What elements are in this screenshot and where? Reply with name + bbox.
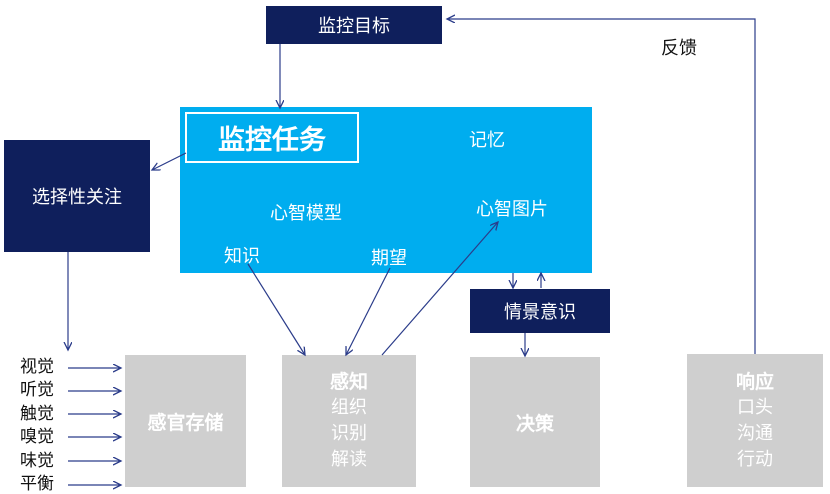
sense-item: 嗅觉 bbox=[20, 427, 54, 447]
perception-box: 感知 组织 识别 解读 bbox=[282, 355, 416, 487]
response-item: 口头 bbox=[737, 396, 773, 418]
memory-label: 记忆 bbox=[469, 130, 505, 151]
monitoring-goal-box: 监控目标 bbox=[266, 6, 442, 44]
expectation-label: 期望 bbox=[371, 248, 407, 269]
response-item: 行动 bbox=[737, 448, 773, 470]
sensory-storage-label: 感官存储 bbox=[147, 411, 224, 434]
arrow-expectation-to-perception bbox=[346, 267, 391, 355]
perception-item: 组织 bbox=[331, 397, 367, 418]
mental-model-block: 监控任务 记忆 心智模型 心智图片 知识 期望 bbox=[180, 107, 592, 273]
response-title: 响应 bbox=[735, 370, 774, 393]
knowledge-label: 知识 bbox=[224, 246, 260, 267]
sense-item: 味觉 bbox=[20, 451, 54, 471]
situation-awareness-label: 情景意识 bbox=[504, 302, 576, 323]
feedback-loop-line bbox=[447, 19, 756, 354]
mental-model-label: 心智模型 bbox=[270, 203, 342, 224]
perception-item: 识别 bbox=[331, 423, 367, 444]
sense-item: 触觉 bbox=[20, 404, 54, 424]
perception-item: 解读 bbox=[331, 449, 367, 470]
sense-item: 视觉 bbox=[20, 357, 54, 377]
sense-item: 平衡 bbox=[20, 474, 54, 494]
arrow-knowledge-to-perception bbox=[247, 263, 305, 355]
perception-title: 感知 bbox=[329, 371, 368, 393]
monitoring-task-frame: 监控任务 bbox=[185, 112, 359, 163]
decision-label: 决策 bbox=[515, 412, 554, 435]
arrow-perception-to-picture bbox=[381, 222, 498, 356]
arrow-task-to-attention bbox=[152, 152, 187, 170]
sense-item: 听觉 bbox=[20, 380, 54, 400]
selective-attention-box: 选择性关注 bbox=[4, 140, 150, 252]
situation-awareness-box: 情景意识 bbox=[470, 289, 610, 333]
monitoring-task-label: 监控任务 bbox=[218, 125, 326, 156]
response-box: 响应 口头 沟通 行动 bbox=[687, 354, 823, 487]
monitoring-goal-label: 监控目标 bbox=[318, 16, 390, 37]
sensory-storage-box: 感官存储 bbox=[125, 355, 246, 487]
response-item: 沟通 bbox=[737, 422, 773, 444]
feedback-label: 反馈 bbox=[661, 38, 697, 59]
selective-attention-label: 选择性关注 bbox=[32, 187, 122, 208]
decision-box: 决策 bbox=[470, 357, 600, 487]
mental-picture-label: 心智图片 bbox=[476, 199, 548, 220]
